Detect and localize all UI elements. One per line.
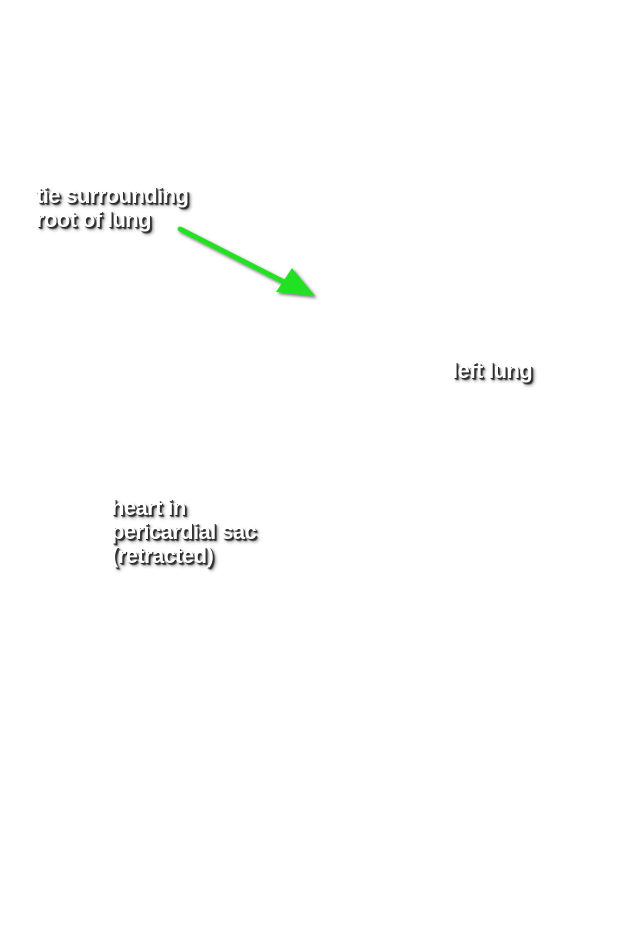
label-line: heart in: [111, 495, 186, 520]
label-tie-surrounding-root-of-lung: tie surrounding root of lung: [36, 183, 189, 232]
label-line: left lung: [452, 358, 533, 383]
arrow-head: [276, 268, 315, 296]
label-line: root of lung: [36, 207, 152, 232]
label-left-lung: left lung: [452, 358, 533, 383]
label-heart-in-pericardial-sac: heart in pericardial sac (retracted): [111, 495, 257, 568]
arrow-shaft: [177, 226, 291, 287]
label-line: (retracted): [111, 543, 214, 568]
label-line: tie surrounding: [36, 183, 189, 208]
label-line: pericardial sac: [111, 519, 257, 544]
